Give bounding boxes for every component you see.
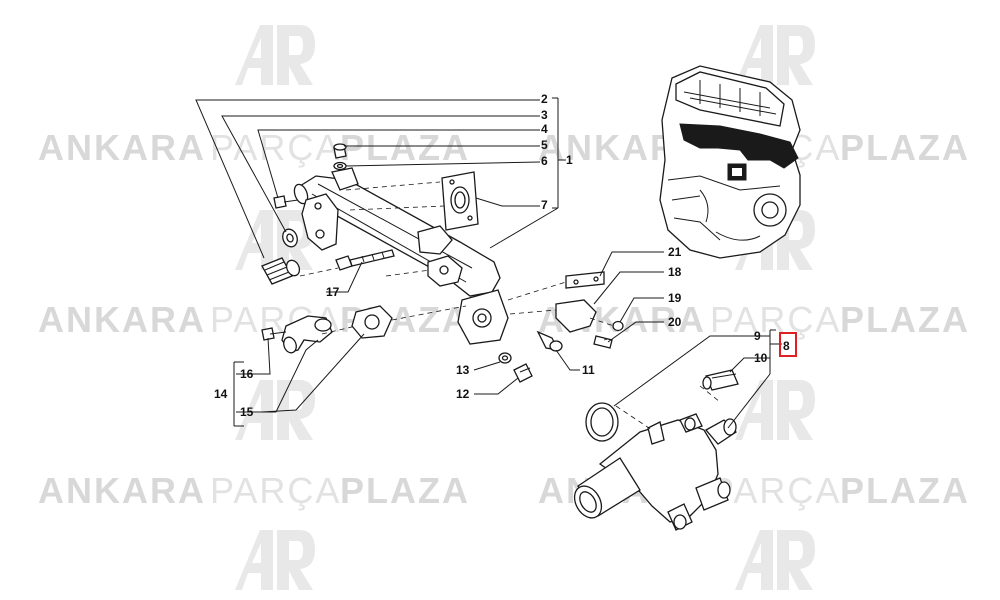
callout-12: 12 bbox=[456, 387, 470, 401]
logo-icon bbox=[235, 530, 315, 590]
threaded-union bbox=[261, 257, 301, 285]
callout-2: 2 bbox=[541, 92, 548, 106]
logo-icon bbox=[235, 25, 315, 85]
callout-9: 9 bbox=[754, 329, 761, 343]
callout-6: 6 bbox=[541, 154, 548, 168]
bracket-plate bbox=[565, 271, 605, 289]
o-ring bbox=[585, 402, 619, 442]
engine-illustration bbox=[659, 65, 801, 259]
elbow-pipe bbox=[281, 315, 333, 354]
watermark-logos bbox=[235, 25, 815, 590]
callout-18: 18 bbox=[668, 265, 682, 279]
assembly-guides bbox=[299, 181, 721, 431]
callout-11: 11 bbox=[582, 363, 595, 377]
callout-20: 20 bbox=[668, 315, 682, 329]
callout-17: 17 bbox=[326, 285, 340, 299]
long-bolt bbox=[335, 249, 395, 271]
bolt-part-4 bbox=[273, 195, 299, 209]
watermark-word: PLAZA bbox=[840, 299, 970, 340]
highlight-box bbox=[779, 332, 797, 357]
water-pipe-assembly bbox=[293, 167, 509, 345]
cover-gasket bbox=[351, 305, 393, 339]
logo-icon bbox=[735, 380, 815, 440]
watermark-word: PLAZA bbox=[340, 127, 470, 168]
callout-21: 21 bbox=[668, 245, 682, 259]
callout-7: 7 bbox=[541, 198, 548, 212]
watermark-word: ANKARA bbox=[38, 299, 206, 340]
nut-19 bbox=[612, 320, 624, 332]
callout-1: 1 bbox=[566, 153, 573, 167]
watermark-word: PARÇA bbox=[710, 470, 841, 511]
leader-lines bbox=[195, 97, 782, 429]
watermark-word: PLAZA bbox=[840, 127, 970, 168]
callout-8: 8 bbox=[783, 339, 790, 353]
watermark-word: ANKARA bbox=[38, 127, 206, 168]
bolt-part-11 bbox=[536, 330, 563, 352]
bolt-part-16 bbox=[261, 327, 287, 341]
callout-14: 14 bbox=[214, 387, 228, 401]
watermark-word: PARÇA bbox=[210, 127, 341, 168]
callout-15: 15 bbox=[240, 405, 254, 419]
watermark-word: PARÇA bbox=[210, 470, 341, 511]
watermark-word: ANKARA bbox=[38, 470, 206, 511]
gasket-plate bbox=[441, 171, 479, 231]
screw-cap bbox=[333, 143, 347, 159]
nut bbox=[498, 352, 512, 364]
logo-icon bbox=[735, 530, 815, 590]
thermostat-housing bbox=[573, 413, 738, 531]
callout-labels: 2 3 4 5 6 7 1 17 21 18 19 20 9 8 10 11 1… bbox=[214, 92, 790, 419]
temperature-sensor bbox=[702, 369, 739, 391]
callout-13: 13 bbox=[456, 363, 470, 377]
callout-16: 16 bbox=[240, 367, 254, 381]
logo-icon bbox=[735, 25, 815, 85]
callout-5: 5 bbox=[541, 138, 548, 152]
watermark-word: PARÇA bbox=[710, 299, 841, 340]
callout-10: 10 bbox=[754, 351, 768, 365]
watermark-word: PLAZA bbox=[840, 470, 970, 511]
watermark-word: PLAZA bbox=[340, 470, 470, 511]
washer bbox=[333, 161, 347, 171]
stud-bolt bbox=[513, 363, 533, 383]
callout-19: 19 bbox=[668, 291, 682, 305]
support-bracket bbox=[555, 299, 597, 333]
callout-3: 3 bbox=[541, 108, 548, 122]
callout-4: 4 bbox=[541, 122, 548, 136]
seal-ring bbox=[282, 228, 298, 248]
